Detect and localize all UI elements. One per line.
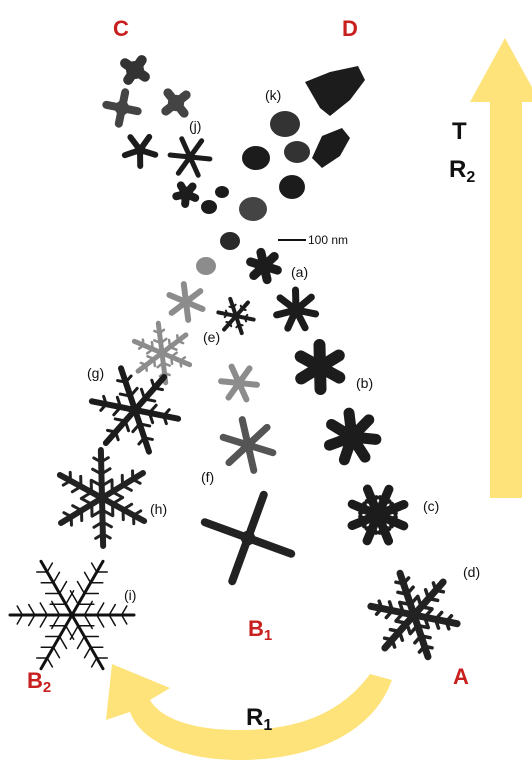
particle-j4 — [125, 137, 155, 166]
particle-b — [301, 345, 340, 389]
panel-label-a: (a) — [291, 265, 308, 279]
route-t: T — [452, 120, 467, 144]
particle-f2 — [205, 495, 291, 581]
panel-label-b: (b) — [356, 376, 373, 390]
particle-k4 — [279, 175, 305, 199]
particle-j1 — [125, 60, 145, 80]
up-arrow — [470, 38, 532, 498]
particle-k7 — [305, 66, 365, 116]
particle-k8 — [312, 128, 350, 168]
particle-f0 — [221, 367, 257, 400]
particle-k5 — [239, 197, 267, 221]
seed-particle — [220, 232, 240, 250]
particle-k3 — [284, 141, 310, 163]
particle-e — [218, 299, 253, 333]
particle-b2 — [329, 413, 375, 460]
route-r1-main: R — [246, 704, 263, 731]
particle-j6 — [176, 185, 195, 204]
label-a: A — [453, 666, 469, 688]
particle-k2 — [242, 146, 270, 170]
label-b2-main: B — [27, 668, 43, 693]
route-r1: R1 — [246, 706, 272, 734]
particle-k6 — [215, 186, 229, 198]
particle-b0 — [277, 290, 316, 328]
seed-particle-gray — [196, 257, 216, 275]
panel-label-e: (e) — [203, 330, 220, 344]
label-d: D — [342, 18, 358, 40]
particle-h — [60, 450, 144, 546]
label-b1-main: B — [248, 616, 264, 641]
route-r2: R2 — [449, 158, 475, 186]
particle-g-gray — [134, 323, 189, 383]
panel-label-d: (d) — [463, 565, 480, 579]
label-b1-sub: 1 — [264, 627, 272, 644]
panel-label-g: (g) — [87, 366, 104, 380]
particle-d — [371, 573, 457, 656]
label-b2: B2 — [27, 670, 51, 695]
panel-label-j: (j) — [189, 119, 201, 133]
route-r2-sub: 2 — [466, 169, 475, 186]
particle-i — [10, 561, 134, 668]
particle-j5 — [170, 139, 210, 175]
label-c: C — [113, 18, 129, 40]
particle-j2 — [106, 92, 137, 123]
panel-label-k: (k) — [265, 88, 281, 102]
panel-label-c: (c) — [423, 499, 439, 513]
particle-e-gray — [169, 284, 202, 320]
particle-a — [251, 252, 278, 279]
panel-label-i: (i) — [124, 588, 136, 602]
particle-j7 — [201, 200, 217, 214]
panel-label-f: (f) — [201, 470, 214, 484]
route-r2-main: R — [449, 156, 466, 183]
panel-label-h: (h) — [150, 502, 167, 516]
particle-f — [223, 420, 273, 471]
label-b1: B1 — [248, 618, 272, 643]
label-b2-sub: 2 — [43, 679, 51, 696]
particle-j3 — [166, 93, 186, 113]
particle-c — [352, 489, 404, 541]
scale-bar-label: 100 nm — [308, 234, 348, 246]
route-r1-sub: 1 — [263, 717, 272, 734]
particle-k1 — [270, 111, 300, 137]
